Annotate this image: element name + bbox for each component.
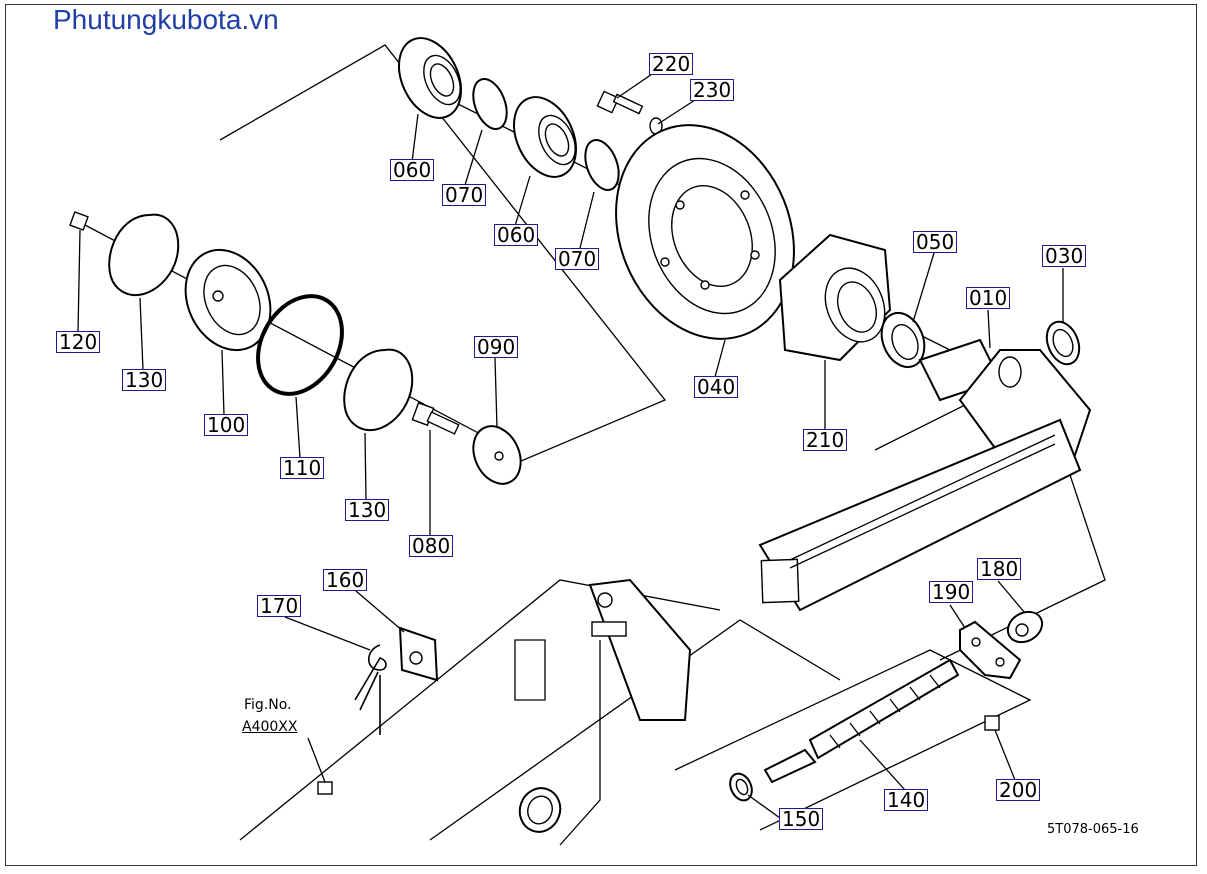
frame-bracket <box>317 578 692 846</box>
callout-160[interactable]: 160 <box>323 569 368 591</box>
callout-110[interactable]: 110 <box>280 457 325 479</box>
callout-200[interactable]: 200 <box>996 779 1041 801</box>
grease-nipple-120 <box>69 211 89 231</box>
callout-140[interactable]: 140 <box>884 789 929 811</box>
idler-wheel-040 <box>615 124 795 340</box>
callout-070-second[interactable]: 070 <box>555 248 600 270</box>
callout-180[interactable]: 180 <box>977 558 1022 580</box>
callout-130-left[interactable]: 130 <box>122 369 167 391</box>
lower-group-frame-2 <box>429 619 841 841</box>
circlip-130-right <box>343 348 414 432</box>
callout-090[interactable]: 090 <box>474 336 519 358</box>
adjuster-bolt-140 <box>763 658 960 784</box>
shaft-group-frame <box>674 649 1032 831</box>
callout-050[interactable]: 050 <box>913 231 958 253</box>
callout-150[interactable]: 150 <box>779 808 824 830</box>
spring-pin-170 <box>354 644 387 735</box>
seal-030 <box>1045 320 1081 366</box>
callout-070-top[interactable]: 070 <box>442 184 487 206</box>
nut-180 <box>1006 610 1044 644</box>
callout-030[interactable]: 030 <box>1042 245 1087 267</box>
fig-no-label: Fig.No. <box>244 697 292 713</box>
upper-group-frame <box>219 44 667 471</box>
callout-120[interactable]: 120 <box>56 331 101 353</box>
bolt-200 <box>984 715 1000 731</box>
bolt-220 <box>596 90 644 115</box>
idler-arm-010 <box>758 338 1092 612</box>
fig-ref-link[interactable]: A400XX <box>242 719 298 735</box>
snap-ring-070-top <box>472 78 508 130</box>
o-ring-110 <box>256 294 344 396</box>
seal-050 <box>880 311 926 369</box>
leader-lines <box>77 71 1064 819</box>
callout-060-top[interactable]: 060 <box>390 159 435 181</box>
callout-230[interactable]: 230 <box>690 79 735 101</box>
lower-group-frame <box>239 579 721 841</box>
bolt-080 <box>411 401 460 435</box>
watermark-text: Phutungkubota.vn <box>53 4 279 35</box>
bearing-060-top <box>398 37 462 119</box>
callout-190[interactable]: 190 <box>929 581 974 603</box>
snap-ring-070-second <box>584 139 620 191</box>
drawing-frame <box>5 4 1197 866</box>
callout-220[interactable]: 220 <box>649 53 694 75</box>
callout-210[interactable]: 210 <box>803 429 848 451</box>
callout-060-second[interactable]: 060 <box>494 224 539 246</box>
callout-010[interactable]: 010 <box>966 287 1011 309</box>
bearing-060-second <box>513 96 577 178</box>
callout-100[interactable]: 100 <box>204 414 249 436</box>
callout-040[interactable]: 040 <box>694 376 739 398</box>
hub-210 <box>778 233 892 362</box>
callout-170[interactable]: 170 <box>257 595 302 617</box>
washer-090 <box>472 425 522 485</box>
callout-130-right[interactable]: 130 <box>345 499 390 521</box>
callout-080[interactable]: 080 <box>409 535 454 557</box>
plate-190 <box>959 620 1022 680</box>
cap-100 <box>184 248 272 352</box>
drawing-code: 5T078-065-16 <box>1047 822 1139 837</box>
circlip-130-left <box>108 213 180 297</box>
washer-150 <box>729 772 753 802</box>
plate-160 <box>398 626 439 682</box>
